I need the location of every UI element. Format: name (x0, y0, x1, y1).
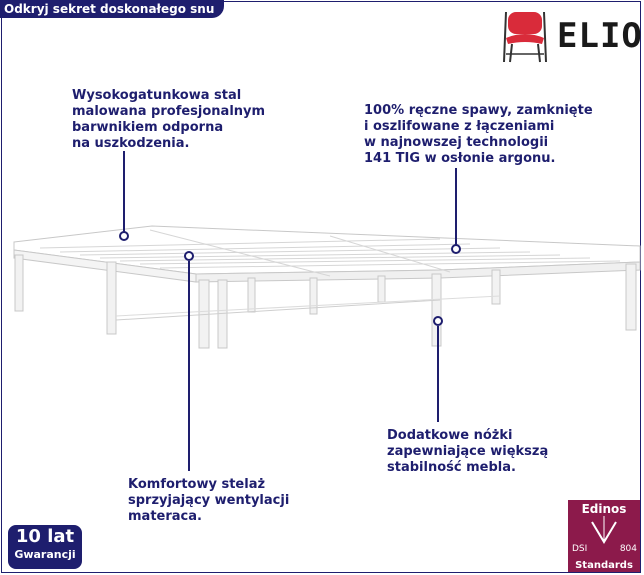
callout-dot-steel (119, 231, 129, 241)
chair-icon (503, 11, 547, 63)
callout-slats: Komfortowy stelaż sprzyjający wentylacji… (128, 477, 290, 524)
callout-line-legs (437, 326, 439, 422)
edinos-standards-badge: Edinos DSI 804 Standards (568, 500, 640, 572)
callout-steel: Wysokogatunkowa stal malowana profesjona… (72, 88, 266, 151)
callout-dot-welds (451, 244, 461, 254)
callout-dot-legs (433, 316, 443, 326)
warranty-label: Gwarancji (14, 548, 76, 561)
warranty-badge: 10 lat Gwarancji (8, 525, 82, 569)
brand-name: ELIOR (557, 16, 644, 56)
badge-number: 804 (619, 544, 637, 554)
callout-line-steel (123, 151, 125, 233)
check-icon (591, 516, 617, 544)
badge-dsi: DSI (572, 544, 588, 554)
callout-line-welds (455, 168, 457, 246)
warranty-years: 10 lat (15, 526, 75, 547)
callout-dot-slats (184, 251, 194, 261)
edinos-brand: Edinos (581, 502, 627, 516)
callout-welds: 100% ręczne spawy, zamknięte i oszlifowa… (364, 103, 593, 166)
badge-standards: Standards (575, 560, 633, 571)
callout-legs: Dodatkowe nóżki zapewniające większą sta… (387, 428, 549, 475)
page-title: Odkryj sekret doskonałego snu (0, 0, 225, 18)
callout-line-slats (188, 261, 190, 471)
